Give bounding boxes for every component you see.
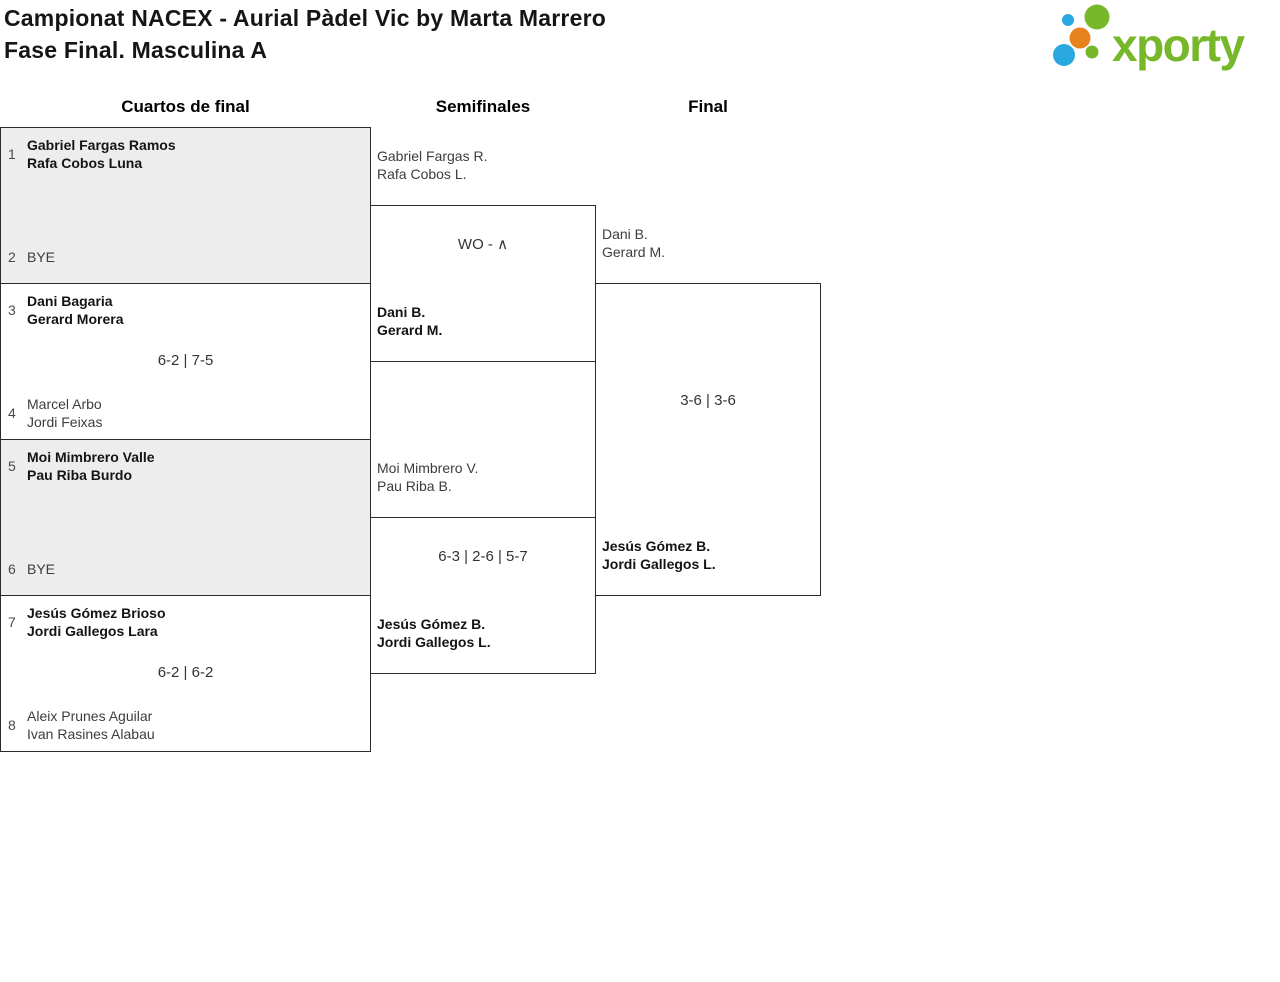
team-names: Jesús Gómez Brioso Jordi Gallegos Lara <box>27 605 166 639</box>
seed-number: 8 <box>8 717 16 733</box>
seed-number: 4 <box>8 405 16 421</box>
team-names: Dani Bagaria Gerard Morera <box>27 293 124 327</box>
sf2-team-top: Moi Mimbrero V. Pau Riba B. <box>377 460 479 494</box>
match-box-sf2 <box>370 517 596 674</box>
round-label-final: Final <box>688 97 728 116</box>
match-score: 6-2 | 7-5 <box>157 352 214 369</box>
bye-label: BYE <box>27 561 56 577</box>
page-title: Campionat NACEX - Aurial Pàdel Vic by Ma… <box>4 2 606 66</box>
match-box-qf1: 1 Gabriel Fargas Ramos Rafa Cobos Luna 2… <box>0 127 371 284</box>
match-score: 6-2 | 6-2 <box>157 664 214 681</box>
match-box-qf4: 7 Jesús Gómez Brioso Jordi Gallegos Lara… <box>0 595 371 752</box>
match-box-sf1 <box>370 205 596 362</box>
round-label-semifinals: Semifinales <box>435 97 531 116</box>
sf1-score: WO - ∧ <box>457 236 509 253</box>
seed-number: 7 <box>8 614 16 630</box>
sf1-team-top: Gabriel Fargas R. Rafa Cobos L. <box>377 148 488 182</box>
match-box-qf3: 5 Moi Mimbrero Valle Pau Riba Burdo 6 BY… <box>0 439 371 596</box>
seed-number: 2 <box>8 249 16 265</box>
match-box-final <box>595 283 821 596</box>
team-names: Moi Mimbrero Valle Pau Riba Burdo <box>27 449 155 483</box>
seed-number: 1 <box>8 146 16 162</box>
xporty-logo[interactable]: xporty <box>1050 0 1278 80</box>
team-names: Aleix Prunes Aguilar Ivan Rasines Alabau <box>27 708 155 742</box>
seed-number: 3 <box>8 302 16 318</box>
xporty-logo-text: xporty <box>1112 19 1245 71</box>
tournament-name: Campionat NACEX - Aurial Pàdel Vic by Ma… <box>4 5 606 31</box>
seed-number: 6 <box>8 561 16 577</box>
match-box-qf2: 3 Dani Bagaria Gerard Morera 6-2 | 7-5 4… <box>0 283 371 440</box>
final-team-bottom: Jesús Gómez B. Jordi Gallegos L. <box>602 538 716 572</box>
bye-label: BYE <box>27 249 56 265</box>
seed-number: 5 <box>8 458 16 474</box>
final-score: 3-6 | 3-6 <box>680 392 736 409</box>
round-label-quarterfinals: Cuartos de final <box>121 97 250 116</box>
sf2-score: 6-3 | 2-6 | 5-7 <box>438 548 528 565</box>
xporty-logo-dots-icon <box>1053 4 1110 66</box>
sf2-team-bottom: Jesús Gómez B. Jordi Gallegos L. <box>377 616 491 650</box>
team-names: Marcel Arbo Jordi Feixas <box>27 396 103 430</box>
final-team-top: Dani B. Gerard M. <box>602 226 666 260</box>
team-names: Gabriel Fargas Ramos Rafa Cobos Luna <box>27 137 176 171</box>
sf1-team-bottom: Dani B. Gerard M. <box>377 304 443 338</box>
phase-name: Fase Final. Masculina A <box>4 37 268 63</box>
